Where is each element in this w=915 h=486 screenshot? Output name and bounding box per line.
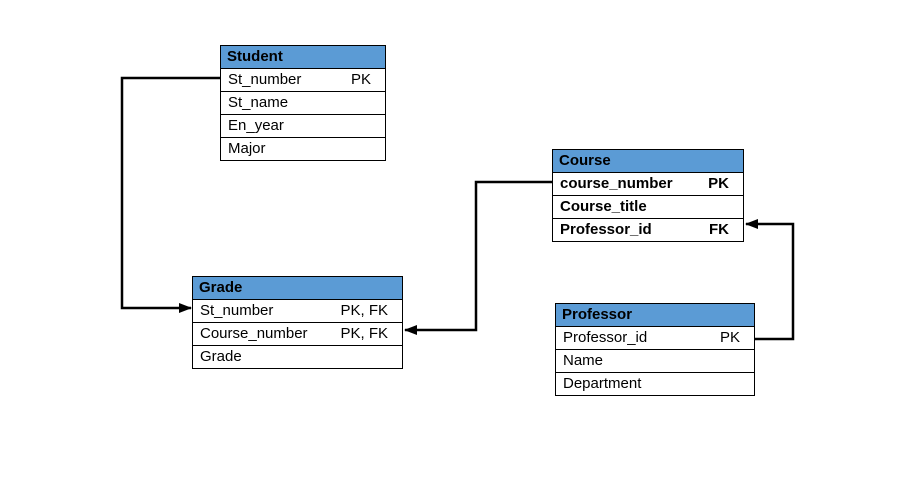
entity-row: Professor_id FK — [553, 219, 743, 241]
field-name: Professor_id — [563, 329, 648, 346]
field-name: course_number — [560, 175, 673, 192]
field-name: Major — [228, 140, 266, 157]
entity-row: St_name — [221, 92, 385, 115]
key-label: PK — [350, 71, 371, 88]
field-name: Professor_id — [560, 221, 652, 238]
entity-row: Course_number PK, FK — [193, 323, 402, 346]
field-name: St_number — [228, 71, 302, 88]
entity-row: En_year — [221, 115, 385, 138]
entity-row: Name — [556, 350, 754, 373]
entity-row: St_number PK, FK — [193, 300, 402, 323]
key-label: FK — [709, 221, 729, 238]
field-name: En_year — [228, 117, 284, 134]
field-name: Grade — [200, 348, 242, 365]
key-label: PK, FK — [340, 325, 388, 342]
entity-row: Major — [221, 138, 385, 160]
key-label: PK, FK — [340, 302, 388, 319]
field-name: St_number — [200, 302, 274, 319]
entity-row: Professor_id PK — [556, 327, 754, 350]
entity-header-student: Student — [221, 46, 385, 69]
entity-header-course: Course — [553, 150, 743, 173]
field-name: Course_title — [560, 198, 647, 215]
entity-row: course_number PK — [553, 173, 743, 196]
relationship-student-grade — [120, 76, 220, 313]
entity-row: Department — [556, 373, 754, 395]
key-label: PK — [708, 175, 729, 192]
field-name: Course_number — [200, 325, 308, 342]
entity-row: St_number PK — [221, 69, 385, 92]
relationship-course-grade — [404, 180, 552, 335]
entity-row: Grade — [193, 346, 402, 368]
entity-header-professor: Professor — [556, 304, 754, 327]
entity-header-grade: Grade — [193, 277, 402, 300]
field-name: Department — [563, 375, 642, 392]
key-label: PK — [719, 329, 740, 346]
entity-row: Course_title — [553, 196, 743, 219]
field-name: Name — [563, 352, 604, 369]
field-name: St_name — [228, 94, 289, 111]
